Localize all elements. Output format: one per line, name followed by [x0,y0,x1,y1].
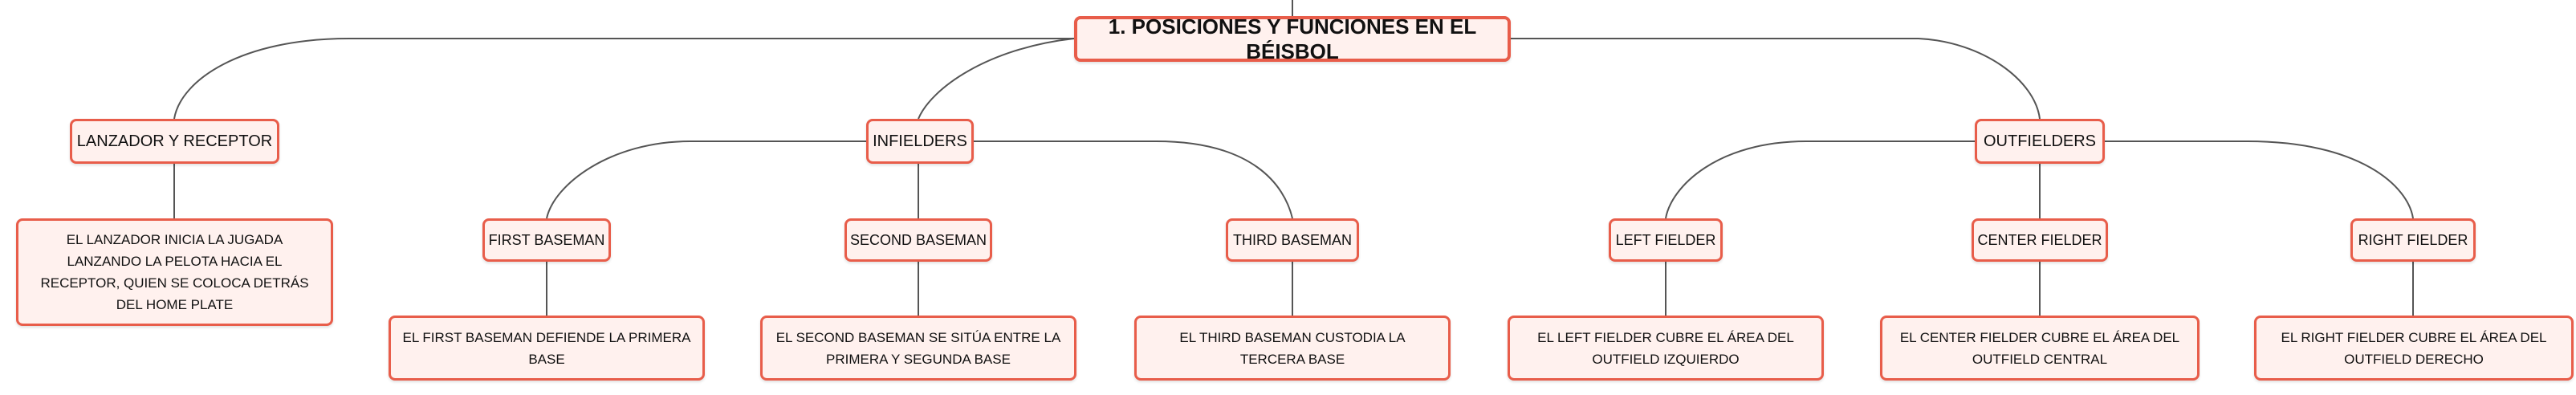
edge-out-left [1665,140,1976,219]
edge-inf-first [546,140,869,219]
edge-out-right [2103,140,2414,219]
node-second-baseman[interactable]: SECOND BASEMAN [844,218,992,262]
node-first-baseman[interactable]: FIRST BASEMAN [482,218,611,262]
node-left-fielder[interactable]: LEFT FIELDER [1609,218,1723,262]
node-right-text[interactable]: EL RIGHT FIELDER CUBRE EL ÁREA DEL OUTFI… [2254,316,2574,381]
node-infielders[interactable]: INFIELDERS [866,119,974,164]
edge-root-infielders [918,38,1075,120]
node-first-text[interactable]: EL FIRST BASEMAN DEFIENDE LA PRIMERA BAS… [389,316,705,381]
node-lanzador-text[interactable]: EL LANZADOR INICIA LA JUGADA LANZANDO LA… [16,218,333,326]
node-center-fielder[interactable]: CENTER FIELDER [1972,218,2108,262]
node-right-fielder[interactable]: RIGHT FIELDER [2350,218,2476,262]
node-lanzador-receptor[interactable]: LANZADOR Y RECEPTOR [70,119,279,164]
node-third-baseman[interactable]: THIRD BASEMAN [1226,218,1359,262]
node-second-text[interactable]: EL SECOND BASEMAN SE SITÚA ENTRE LA PRIM… [760,316,1076,381]
root-node[interactable]: 1. POSICIONES Y FUNCIONES EN EL BÉISBOL [1074,14,1511,63]
node-outfielders[interactable]: OUTFIELDERS [1975,119,2105,164]
edge-root-lanzador [173,38,1074,120]
node-left-text[interactable]: EL LEFT FIELDER CUBRE EL ÁREA DEL OUTFIE… [1508,316,1824,381]
node-third-text[interactable]: EL THIRD BASEMAN CUSTODIA LA TERCERA BAS… [1134,316,1451,381]
edge-root-outfielders [1511,38,2041,120]
edge-inf-third [972,140,1293,219]
node-center-text[interactable]: EL CENTER FIELDER CUBRE EL ÁREA DEL OUTF… [1880,316,2200,381]
